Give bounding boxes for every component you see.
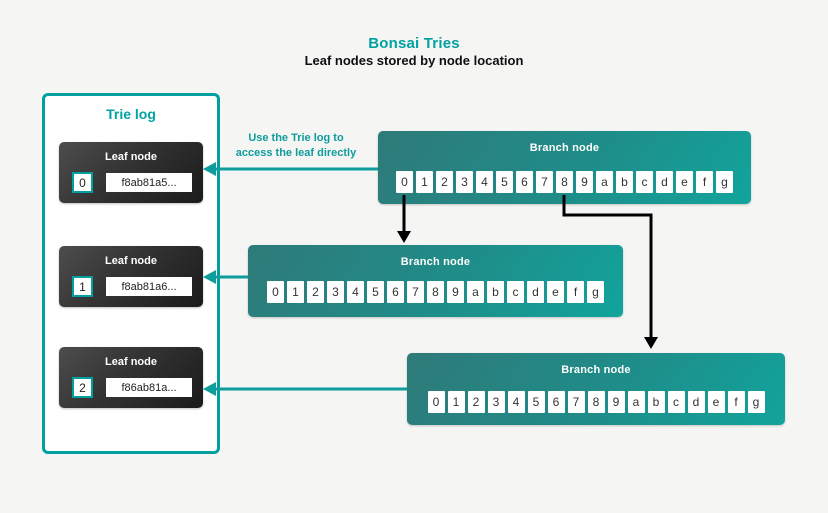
leaf-index-box: 1 xyxy=(72,276,93,297)
branch-cell-c: c xyxy=(636,171,653,193)
branch-cell-a: a xyxy=(467,281,484,303)
leaf-index-box: 0 xyxy=(72,172,93,193)
branch-cell-c: c xyxy=(507,281,524,303)
leaf-node-label: Leaf node xyxy=(105,151,157,163)
leaf-node-label: Leaf node xyxy=(105,356,157,368)
branch-cell-e: e xyxy=(707,391,725,413)
trie-log-title: Trie log xyxy=(106,106,156,122)
branch-cell-7: 7 xyxy=(536,171,553,193)
leaf-node-card-1: Leaf node 1 f8ab81a6... xyxy=(59,246,203,307)
branch-cell-3: 3 xyxy=(327,281,344,303)
branch-cell-5: 5 xyxy=(496,171,513,193)
branch-cell-9: 9 xyxy=(447,281,464,303)
trie-log-annotation: Use the Trie log to access the leaf dire… xyxy=(216,131,376,161)
branch-cell-b: b xyxy=(487,281,504,303)
branch-cell-3: 3 xyxy=(456,171,473,193)
branch-cell-1: 1 xyxy=(416,171,433,193)
branch-cell-d: d xyxy=(527,281,544,303)
branch-node-label: Branch node xyxy=(561,364,631,376)
leaf-hash-value: f86ab81a... xyxy=(106,378,192,397)
branch-cell-a: a xyxy=(596,171,613,193)
branch-cell-6: 6 xyxy=(547,391,565,413)
branch-cell-2: 2 xyxy=(307,281,324,303)
branch-cell-9: 9 xyxy=(607,391,625,413)
leaf-index-box: 2 xyxy=(72,377,93,398)
leaf-hash-value: f8ab81a6... xyxy=(106,277,192,296)
branch-cell-2: 2 xyxy=(467,391,485,413)
branch-cell-8: 8 xyxy=(556,171,573,193)
branch-cell-3: 3 xyxy=(487,391,505,413)
branch-cell-1: 1 xyxy=(447,391,465,413)
leaf-node-label: Leaf node xyxy=(105,255,157,267)
leaf-node-card-0: Leaf node 0 f8ab81a5... xyxy=(59,142,203,203)
leaf-hash-value: f8ab81a5... xyxy=(106,173,192,192)
branch-cell-b: b xyxy=(616,171,633,193)
branch-cell-6: 6 xyxy=(387,281,404,303)
branch-cell-f: f xyxy=(696,171,713,193)
branch-cell-g: g xyxy=(716,171,733,193)
branch-cell-7: 7 xyxy=(407,281,424,303)
branch-cell-e: e xyxy=(547,281,564,303)
branch-cell-6: 6 xyxy=(516,171,533,193)
branch-cell-g: g xyxy=(747,391,765,413)
branch-cell-4: 4 xyxy=(347,281,364,303)
annotation-line-1: Use the Trie log to xyxy=(248,132,344,144)
branch-cell-0: 0 xyxy=(396,171,413,193)
branch-cell-5: 5 xyxy=(367,281,384,303)
branch-cell-5: 5 xyxy=(527,391,545,413)
branch-cell-1: 1 xyxy=(287,281,304,303)
page-title: Bonsai Tries xyxy=(368,35,460,52)
branch-cell-f: f xyxy=(567,281,584,303)
branch-cell-8: 8 xyxy=(427,281,444,303)
branch-cell-a: a xyxy=(627,391,645,413)
branch-cell-2: 2 xyxy=(436,171,453,193)
arrow-branch0-to-leaf0-icon xyxy=(203,162,378,176)
branch-cell-9: 9 xyxy=(576,171,593,193)
branch-node-label: Branch node xyxy=(400,256,471,268)
branch-cell-0: 0 xyxy=(267,281,284,303)
branch-cell-b: b xyxy=(647,391,665,413)
branch-cell-4: 4 xyxy=(507,391,525,413)
branch-cell-d: d xyxy=(656,171,673,193)
branch-node-label: Branch node xyxy=(529,142,600,154)
annotation-line-2: access the leaf directly xyxy=(235,147,357,159)
branch-cell-4: 4 xyxy=(476,171,493,193)
branch-cell-g: g xyxy=(587,281,604,303)
branch-cell-0: 0 xyxy=(427,391,445,413)
branch-cell-f: f xyxy=(727,391,745,413)
page-subtitle: Leaf nodes stored by node location xyxy=(304,53,524,68)
branch-cell-d: d xyxy=(687,391,705,413)
arrow-branch2-to-leaf2-icon xyxy=(203,382,407,396)
branch-cell-c: c xyxy=(667,391,685,413)
branch-cell-8: 8 xyxy=(587,391,605,413)
branch-cell-e: e xyxy=(676,171,693,193)
branch-cell-7: 7 xyxy=(567,391,585,413)
leaf-node-card-2: Leaf node 2 f86ab81a... xyxy=(59,347,203,408)
